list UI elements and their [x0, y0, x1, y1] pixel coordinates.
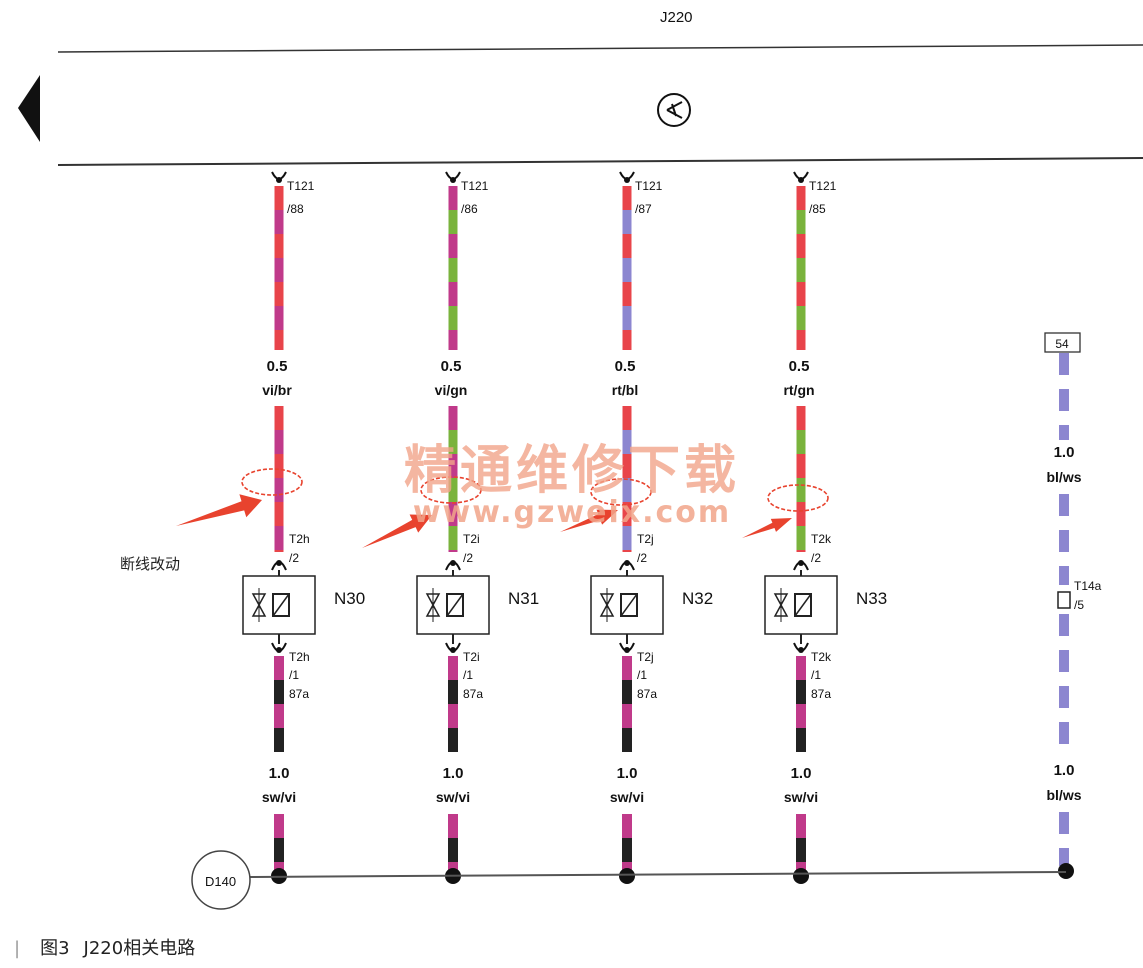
watermark-url: www.gzweix.com: [413, 495, 731, 530]
wire-color-bottom: sw/vi: [436, 789, 470, 805]
component-label: N31: [508, 589, 539, 608]
terminal-label: 87a: [637, 687, 657, 701]
connector-pin-bottom: /1: [637, 668, 647, 682]
ground-point-d140: [191, 850, 251, 910]
annotation-text: 断线改动: [120, 555, 180, 573]
valve-symbol-icon: [242, 570, 316, 644]
component-label: N33: [856, 589, 887, 608]
wire-color-top: rt/gn: [783, 382, 814, 398]
wire-gauge-top: 0.5: [615, 358, 636, 375]
wire-gauge-top: 0.5: [789, 358, 810, 375]
break-highlight-circle: [420, 476, 482, 504]
wire-color-bottom: sw/vi: [262, 789, 296, 805]
connector-label: T2k: [811, 532, 832, 546]
annotation-arrow-icon: [560, 509, 618, 532]
annotation-arrow-icon: [176, 494, 262, 526]
control-unit-symbol-icon: [657, 93, 691, 127]
valve-symbol-icon: [590, 570, 664, 644]
wire-gauge-bottom: 1.0: [617, 765, 638, 782]
connector-pin-top: /2: [289, 551, 299, 565]
connector-pin-top: /2: [637, 551, 647, 565]
wire-reference-box: 54: [1055, 337, 1069, 351]
pin-top-number: /87: [635, 202, 652, 216]
pin-top-number: /88: [287, 202, 304, 216]
connector-label-bottom: T2h: [289, 650, 310, 664]
break-highlight-circle: [241, 468, 303, 496]
pin-top-label: T121: [287, 179, 315, 193]
wire-color-bottom: sw/vi: [610, 789, 644, 805]
connector-label-bottom: T2j: [637, 650, 654, 664]
annotation-arrow-icon: [742, 518, 792, 538]
valve-symbol-icon: [764, 570, 838, 644]
pin-top-number: /85: [809, 202, 826, 216]
wire-gauge-top: 0.5: [267, 358, 288, 375]
figure-number: 图3: [40, 938, 70, 959]
pin-top-label: T121: [809, 179, 837, 193]
connector-label-bottom: T2k: [811, 650, 832, 664]
wire-color-top: rt/bl: [612, 382, 638, 398]
wire-color-top: bl/ws: [1046, 469, 1081, 485]
terminal-label: 87a: [463, 687, 483, 701]
ground-bus: [247, 871, 1067, 878]
wire-gauge-bottom: 1.0: [269, 765, 290, 782]
break-highlight-circle: [767, 484, 829, 512]
terminal-label: 87a: [289, 687, 309, 701]
ground-junction: [619, 868, 635, 884]
watermark-title: 精通维修下载: [404, 441, 740, 501]
wire-color-bottom: bl/ws: [1046, 787, 1081, 803]
continue-left-arrow-icon: [18, 75, 40, 142]
wire-color-bottom: sw/vi: [784, 789, 818, 805]
component-label: N30: [334, 589, 365, 608]
pin-top-label: T121: [461, 179, 489, 193]
connector-pin: /5: [1074, 598, 1084, 612]
ground-junction: [1058, 863, 1074, 879]
wire-gauge-top: 0.5: [441, 358, 462, 375]
wire-color-top: vi/br: [262, 382, 292, 398]
annotation-arrow-icon: [362, 514, 432, 548]
pin-top-number: /86: [461, 202, 478, 216]
wire-gauge-bottom: 1.0: [443, 765, 464, 782]
wire-gauge-bottom: 1.0: [1054, 762, 1075, 779]
break-highlight-circle: [590, 478, 652, 506]
wire-gauge-top: 1.0: [1054, 444, 1075, 461]
connector-pin-bottom: /1: [463, 668, 473, 682]
terminal-label: 87a: [811, 687, 831, 701]
connector-label: T14a: [1074, 579, 1102, 593]
ground-label: D140: [205, 874, 236, 889]
connector-label: T2i: [463, 532, 480, 546]
connector-label-bottom: T2i: [463, 650, 480, 664]
wire-gauge-bottom: 1.0: [791, 765, 812, 782]
valve-symbol-icon: [416, 570, 490, 644]
wire-color-top: vi/gn: [435, 382, 468, 398]
control-unit-top-border: [57, 44, 1143, 53]
connector-pin-bottom: /1: [811, 668, 821, 682]
control-unit-bottom-border: [57, 157, 1143, 166]
ground-junction: [793, 868, 809, 884]
component-label: N32: [682, 589, 713, 608]
pin-top-label: T121: [635, 179, 663, 193]
figure-title: J220相关电路: [83, 938, 196, 959]
connector-symbol-icon: [1057, 591, 1071, 609]
connector-pin-top: /2: [811, 551, 821, 565]
connector-label: T2j: [637, 532, 654, 546]
connector-pin-bottom: /1: [289, 668, 299, 682]
control-unit-name: J220: [660, 9, 693, 26]
connector-label: T2h: [289, 532, 310, 546]
connector-pin-top: /2: [463, 551, 473, 565]
